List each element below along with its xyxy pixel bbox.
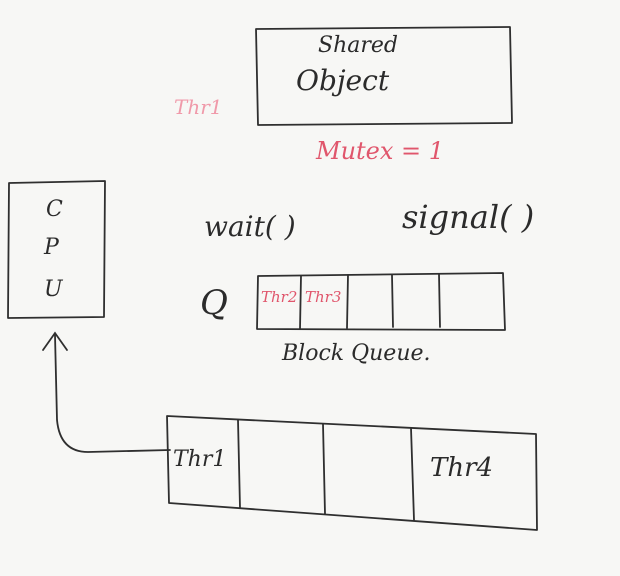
- shared-object-box: Shared Object: [255, 26, 513, 126]
- cpu-letter-p: P: [43, 235, 60, 260]
- ready-queue: Thr1 Thr4: [166, 415, 538, 531]
- block-queue-cell-1: Thr2: [261, 288, 297, 306]
- cpu-letter-u: U: [44, 277, 64, 302]
- block-queue-caption: Block Queue.: [281, 341, 431, 366]
- wait-method-label: wait( ): [204, 210, 296, 243]
- thread-top-label: Thr1: [174, 95, 223, 119]
- cpu-letter-c: C: [46, 197, 63, 222]
- block-queue-cell-2: Thr3: [305, 288, 341, 306]
- ready-queue-cell-1: Thr1: [173, 447, 226, 472]
- ready-queue-cell-4: Thr4: [430, 453, 493, 483]
- signal-method-label: signal( ): [402, 198, 534, 236]
- cpu-box: C P U: [7, 180, 106, 319]
- arrow-to-cpu: [42, 331, 171, 453]
- shared-object-line2: Object: [296, 64, 390, 97]
- block-queue: Q Thr2 Thr3 Block Queue.: [200, 272, 506, 366]
- block-queue-q-label: Q: [200, 283, 228, 323]
- shared-object-line1: Shared: [318, 33, 398, 58]
- mutex-label: Mutex = 1: [315, 137, 444, 165]
